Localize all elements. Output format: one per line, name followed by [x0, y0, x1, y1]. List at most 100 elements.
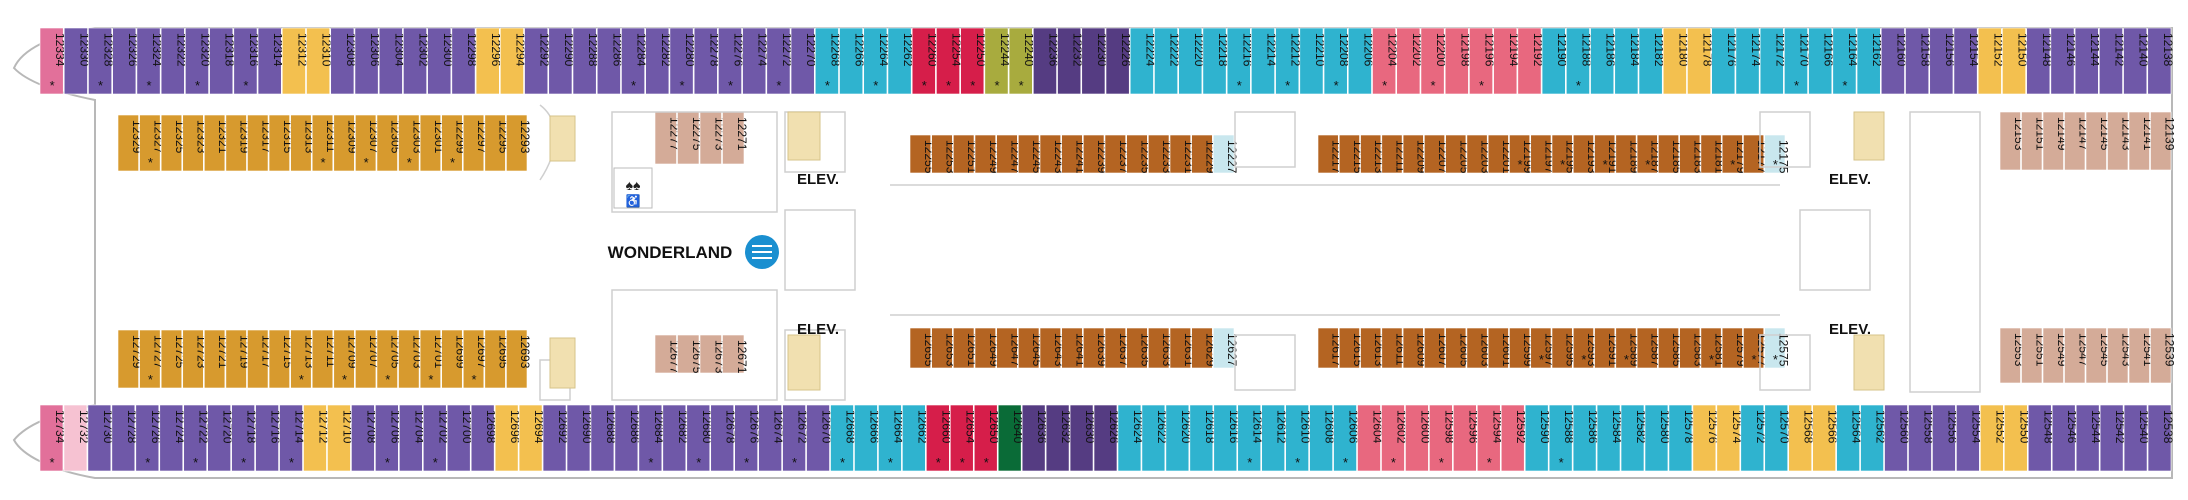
cabin[interactable]: 12710 [327, 404, 354, 472]
cabin[interactable]: 12207 [1424, 134, 1450, 174]
cabin[interactable]: 12300 [427, 27, 455, 95]
cabin[interactable]: 12266 [839, 27, 867, 95]
cabin[interactable]: 12274 [742, 27, 770, 95]
cabin[interactable]: 12568 [1788, 404, 1816, 472]
cabin[interactable]: 12544 [2075, 404, 2103, 472]
cabin[interactable]: 12227 [1213, 134, 1239, 174]
cabin[interactable]: 12188* [1566, 27, 1593, 95]
cabin[interactable]: 12616 [1213, 404, 1241, 472]
cabin[interactable]: 12586 [1572, 404, 1600, 472]
cabin[interactable]: 12550 [2004, 404, 2031, 472]
cabin[interactable]: 12714* [279, 404, 307, 472]
cabin[interactable]: 12686 [614, 404, 642, 472]
cabin[interactable]: 12310 [306, 27, 334, 95]
cabin[interactable]: 12286 [596, 27, 624, 95]
cabin[interactable]: 12626 [1093, 404, 1121, 472]
cabin[interactable]: 12264* [863, 27, 891, 95]
cabin[interactable]: 12720 [207, 404, 235, 472]
cabin[interactable]: 12592 [1500, 404, 1528, 472]
cabin[interactable]: 12558 [1908, 404, 1935, 472]
cabin[interactable]: 12262 [887, 27, 915, 95]
cabin[interactable]: 12680* [686, 404, 714, 472]
cabin[interactable]: 12622 [1141, 404, 1169, 472]
cabin[interactable]: 12690 [566, 404, 594, 472]
cabin[interactable]: 12552 [1980, 404, 2007, 472]
cabin[interactable]: 12294 [500, 27, 527, 95]
cabin[interactable]: 12302 [403, 27, 431, 95]
cabin[interactable]: 12706* [375, 404, 402, 472]
cabin[interactable]: 12230 [1081, 27, 1109, 95]
cabin[interactable]: 12693 [506, 329, 532, 389]
cabin[interactable]: 12678 [710, 404, 738, 472]
cabin[interactable]: 12672* [782, 404, 810, 472]
cabin[interactable]: 12701* [419, 329, 446, 389]
cabin[interactable]: 12156 [1929, 27, 1957, 95]
cabin[interactable]: 12540 [2123, 404, 2151, 472]
cabin[interactable]: 12584 [1596, 404, 1624, 472]
cabin[interactable]: 12598* [1429, 404, 1456, 472]
cabin[interactable]: 12178 [1687, 27, 1715, 95]
cabin[interactable]: 12702* [422, 404, 450, 472]
cabin[interactable]: 12284* [621, 27, 649, 95]
cabin[interactable]: 12600 [1405, 404, 1432, 472]
cabin[interactable]: 12232 [1057, 27, 1085, 95]
cabin[interactable]: 12138 [2147, 27, 2175, 95]
cabin[interactable]: 12318 [209, 27, 237, 95]
cabin[interactable]: 12212* [1275, 27, 1303, 95]
cabin[interactable]: 12160 [1880, 27, 1908, 95]
cabin[interactable]: 12292 [524, 27, 552, 95]
cabin[interactable]: 12288 [572, 27, 600, 95]
cabin[interactable]: 12692 [542, 404, 570, 472]
cabin[interactable]: 12254* [936, 27, 964, 95]
cabin[interactable]: 12320* [185, 27, 212, 95]
cabin[interactable]: 12324* [136, 27, 164, 95]
cabin[interactable]: 12206 [1347, 27, 1375, 95]
cabin[interactable]: 12538 [2147, 404, 2175, 472]
cabin[interactable]: 12666 [854, 404, 881, 472]
cabin[interactable]: 12604 [1357, 404, 1385, 472]
cabin[interactable]: 12612 [1261, 404, 1289, 472]
cabin[interactable]: 12724 [159, 404, 187, 472]
cabin[interactable]: 12590 [1524, 404, 1552, 472]
cabin[interactable]: 12730 [87, 404, 115, 472]
cabin[interactable]: 12180 [1662, 27, 1690, 95]
cabin[interactable]: 12202 [1396, 27, 1424, 95]
cabin[interactable]: 12698 [470, 404, 498, 472]
cabin[interactable]: 12670 [806, 404, 834, 472]
cabin[interactable]: 12548 [2027, 404, 2055, 472]
cabin[interactable]: 12708 [351, 404, 378, 472]
cabin[interactable]: 12304 [378, 27, 406, 95]
cabin[interactable]: 12712 [303, 404, 331, 472]
cabin[interactable]: 12322 [160, 27, 188, 95]
cabin[interactable]: 12166 [1808, 27, 1836, 95]
cabin[interactable]: 12594* [1477, 404, 1504, 472]
cabin[interactable]: 12328* [88, 27, 116, 95]
cabin[interactable]: 12278 [693, 27, 721, 95]
cabin[interactable]: 12602* [1381, 404, 1408, 472]
cabin[interactable]: 12182 [1638, 27, 1666, 95]
cabin[interactable]: 12200* [1420, 27, 1448, 95]
cabin[interactable]: 12732 [63, 404, 91, 472]
cabin[interactable]: 12240* [1008, 27, 1036, 95]
cabin[interactable]: 12170* [1784, 27, 1811, 95]
cabin[interactable]: 12142 [2099, 27, 2126, 95]
cabin[interactable]: 12660* [926, 404, 953, 472]
cabin[interactable]: 12546 [2051, 404, 2079, 472]
cabin[interactable]: 12175* [1764, 134, 1791, 174]
cabin[interactable]: 12244* [984, 27, 1012, 95]
cabin[interactable]: 12224 [1129, 27, 1157, 95]
cabin[interactable]: 12734* [39, 404, 67, 472]
cabin[interactable]: 12192 [1517, 27, 1545, 95]
cabin[interactable]: 12728 [111, 404, 139, 472]
cabin[interactable]: 12664* [878, 404, 905, 472]
cabin[interactable]: 12632 [1045, 404, 1073, 472]
cabin[interactable]: 12270 [790, 27, 818, 95]
cabin[interactable]: 12271 [722, 111, 749, 165]
cabin[interactable]: 12210 [1299, 27, 1327, 95]
cabin[interactable]: 12306 [354, 27, 382, 95]
cabin[interactable]: 12539 [2150, 327, 2177, 384]
cabin[interactable]: 12218 [1202, 27, 1230, 95]
cabin[interactable]: 12582 [1620, 404, 1648, 472]
cabin[interactable]: 12158 [1905, 27, 1933, 95]
cabin[interactable]: 12618 [1189, 404, 1217, 472]
